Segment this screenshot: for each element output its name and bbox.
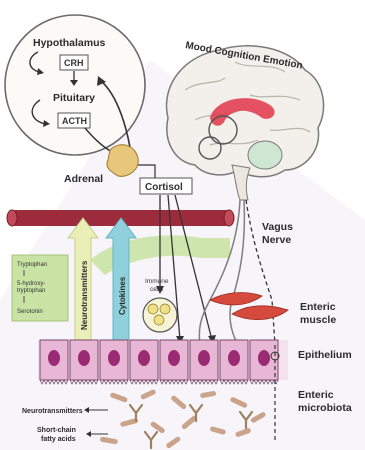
scfa-line2: fatty acids (41, 436, 76, 443)
cortisol-label: Cortisol (145, 182, 183, 193)
hpa-circle (5, 15, 145, 155)
hypothalamus-label: Hypothalamus (33, 37, 106, 49)
pituitary-label: Pituitary (53, 92, 95, 104)
enteric-muscle-line2: muscle (300, 314, 336, 326)
immune-cell-c (154, 315, 164, 325)
adrenal-label: Adrenal (64, 173, 103, 185)
vagus-line2: Nerve (262, 234, 291, 246)
neurotransmitters-label: Neurotransmitters (80, 260, 89, 330)
cytokines-label: Cytokines (118, 276, 127, 315)
tryptophan-line4: Serotonin (17, 309, 43, 315)
epithelial-cells (40, 340, 279, 380)
cell-nucleus (108, 350, 120, 366)
vessel-end-right (224, 210, 234, 226)
cell-nucleus (48, 350, 60, 366)
adrenal-shape (107, 145, 138, 177)
cell-nucleus (198, 350, 210, 366)
microbiota-line2: microbiota (298, 402, 352, 414)
crh-label: CRH (64, 58, 84, 68)
microbiota-line1: Enteric (298, 389, 334, 401)
cell-nucleus (138, 350, 150, 366)
immune-cells-line2: cells (150, 286, 164, 293)
scfa-line1: Short-chain (37, 427, 76, 434)
immune-cells-line1: Immune (145, 278, 169, 285)
cell-nucleus (168, 350, 180, 366)
vagus-line1: Vagus (262, 221, 293, 233)
tryptophan-box: Tryptophan 5-hydroxy- tryptophan Seroton… (12, 255, 68, 321)
neurotransmitters-output-label: Neurotransmitters (22, 408, 83, 415)
tryptophan-line1: Tryptophan (17, 262, 47, 268)
epithelium-label: Epithelium (298, 349, 352, 361)
acth-label: ACTH (62, 116, 87, 126)
immune-cell-b (160, 304, 170, 314)
cerebellum (248, 141, 282, 169)
cell-nucleus (228, 350, 240, 366)
enteric-muscle-line1: Enteric (300, 301, 336, 313)
vessel-end-left (7, 210, 17, 226)
cell-nucleus (78, 350, 90, 366)
cell-nucleus (258, 350, 270, 366)
tryptophan-line2: 5-hydroxy- (17, 281, 45, 287)
immune-cell-a (148, 304, 158, 314)
tryptophan-line3: tryptophan (17, 288, 45, 294)
